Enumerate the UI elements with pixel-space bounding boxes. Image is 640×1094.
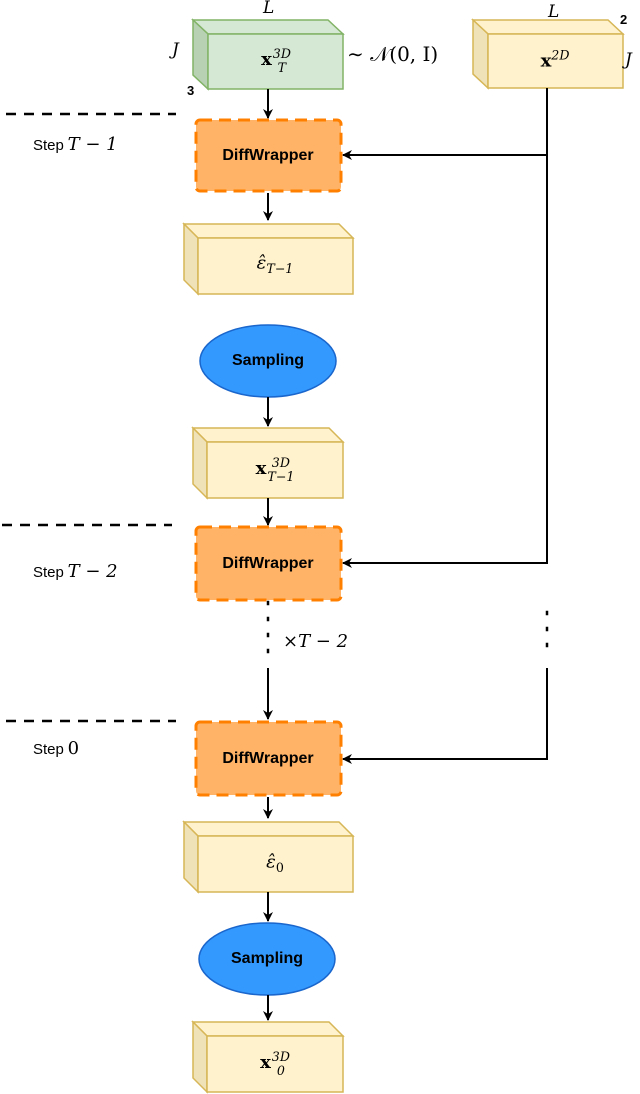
dim-2-label: 2 — [620, 12, 628, 27]
repeat-count-label: ×T − 2 — [283, 631, 349, 652]
noise-distribution-label: ∼ 𝒩(0, I) — [347, 42, 439, 66]
x2d-input-label: x2D — [540, 47, 570, 72]
dim-L-label-2: L — [548, 2, 560, 22]
diffwrapper-box-3[interactable] — [194, 720, 343, 797]
dim-L-label-1: L — [263, 0, 275, 18]
dim-J-label-2: J — [625, 50, 632, 70]
x2d-feed-line-bottom — [342, 668, 548, 764]
eps-0-cube — [182, 820, 355, 894]
step-label-3: Step 0 — [33, 738, 80, 759]
diffwrapper-label-3: DiffWrapper — [222, 750, 314, 767]
x3d-input-cube — [191, 18, 345, 91]
step-label-2: Step T − 2 — [33, 561, 118, 582]
x3d-0-cube — [191, 1020, 345, 1094]
diffwrapper-box-1[interactable] — [194, 118, 343, 193]
step-label-1: Step T − 1 — [33, 134, 118, 155]
sampling-label-2: Sampling — [230, 950, 304, 967]
x3d-t-minus-1-cube — [191, 426, 345, 500]
x2d-feed-line-top — [342, 88, 548, 568]
sampling-label-1: Sampling — [231, 352, 305, 369]
dim-3-label: 3 — [187, 83, 195, 98]
eps-0-label: ε̂0 — [266, 851, 284, 875]
eps-t-minus-1-label: ε̂T−1 — [256, 252, 294, 276]
diffwrapper-label-1: DiffWrapper — [222, 147, 314, 164]
x2d-input-cube — [471, 18, 625, 90]
diffwrapper-box-2[interactable] — [194, 525, 343, 602]
diffwrapper-label-2: DiffWrapper — [222, 555, 314, 572]
dim-J-label-1: J — [172, 40, 179, 60]
eps-t-minus-1-cube — [182, 222, 355, 296]
